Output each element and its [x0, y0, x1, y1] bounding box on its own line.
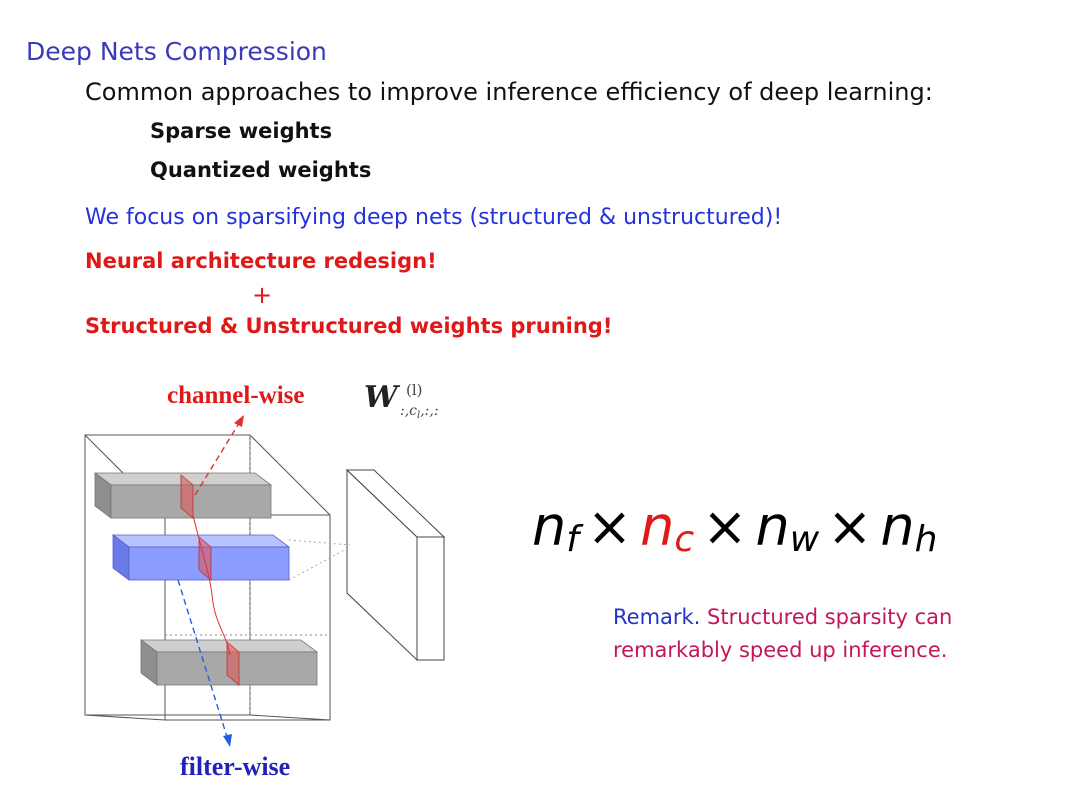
focus-text: We focus on sparsifying deep nets (struc…	[85, 205, 783, 230]
filter-wise-label: filter-wise	[180, 752, 290, 781]
tensor-diagram: channel-wise filter-wise W (l) :,cl,:,:	[84, 380, 446, 781]
neural-redesign-text: Neural architecture redesign!	[85, 249, 437, 273]
weight-symbol: W	[364, 380, 401, 415]
weight-subscript-head: :,c	[400, 403, 417, 419]
plus-sign: +	[252, 281, 273, 309]
times-sign: ×	[586, 495, 633, 558]
formula-n-c: nc	[640, 495, 695, 560]
remark-line-1: Remark. Structured sparsity can	[613, 601, 952, 634]
bullet-quantized-weights: Quantized weights	[150, 158, 372, 182]
weight-subscript: :,cl,:,:	[400, 403, 439, 421]
formula-n-w: nw	[755, 495, 820, 560]
remark-line-2: remarkably speed up inference.	[613, 638, 948, 662]
remark-text-1: Structured sparsity can	[700, 605, 953, 629]
projection-lines	[288, 539, 351, 581]
times-sign: ×	[702, 495, 748, 558]
remark-block: Remark. Structured sparsity can remarkab…	[613, 601, 952, 667]
remark-lead: Remark.	[613, 605, 701, 629]
channel-slices	[180, 474, 240, 686]
filter-wise-arrow	[177, 579, 232, 747]
intro-text: Common approaches to improve inference e…	[85, 78, 933, 106]
bullet-sparse-weights: Sparse weights	[150, 119, 333, 143]
weight-subscript-tail: ,:,:	[420, 403, 438, 419]
channel-wise-arrow	[194, 415, 244, 496]
pruning-text: Structured & Unstructured weights prunin…	[85, 314, 613, 338]
weight-notation: W (l) :,cl,:,:	[364, 380, 439, 421]
tensor-size-formula: nf×nc×nw×nh	[532, 495, 938, 560]
channel-wise-label: channel-wise	[167, 382, 305, 409]
weight-subscript-index: l	[417, 410, 420, 421]
channel-connector	[192, 514, 231, 656]
times-sign: ×	[827, 495, 873, 558]
formula-n-h: nh	[880, 495, 938, 560]
slide-title: Deep Nets Compression	[26, 37, 327, 66]
weight-superscript: (l)	[406, 381, 423, 399]
output-slab	[345, 468, 446, 662]
formula-n-f: nf	[532, 495, 579, 560]
